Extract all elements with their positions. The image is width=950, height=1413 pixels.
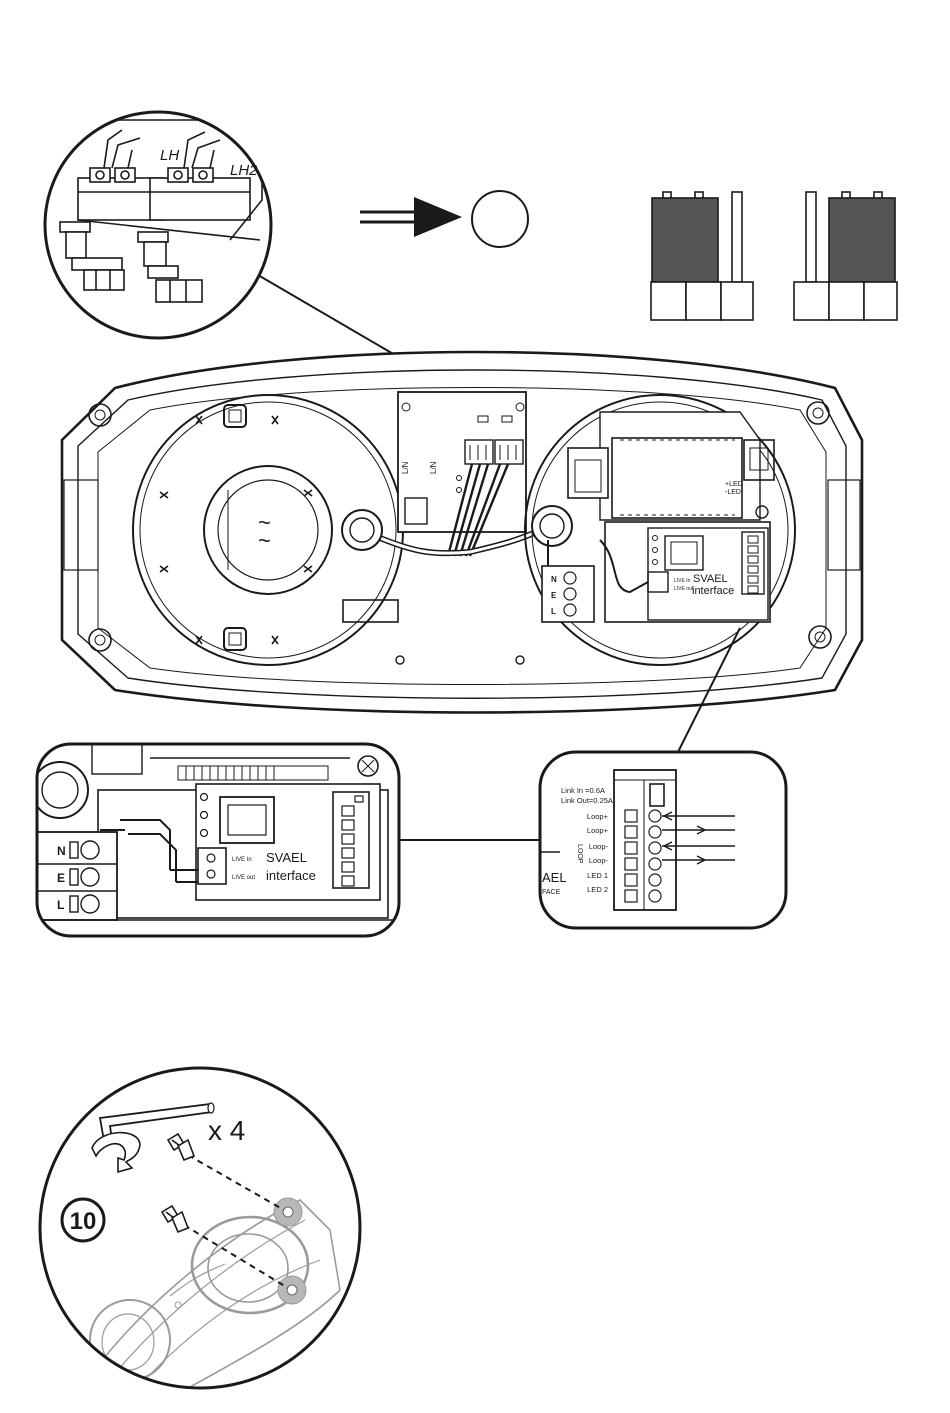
link-in-rating: Link In =0.6A bbox=[561, 786, 605, 795]
terminal-label-l: L bbox=[57, 898, 64, 912]
screw-icon bbox=[162, 1206, 188, 1232]
pin-label-3: Loop- bbox=[589, 842, 609, 851]
pin-label-6: LED 2 bbox=[587, 885, 608, 894]
terminal-label-n: N bbox=[57, 844, 66, 858]
live-in-left: LIVE In bbox=[232, 857, 252, 863]
partial-name: FACE bbox=[542, 889, 561, 896]
screw-icon bbox=[168, 1134, 194, 1160]
pin-label-5: LED 1 bbox=[587, 871, 608, 880]
svg-text:interface: interface bbox=[692, 585, 734, 597]
partial-brand: AEL bbox=[542, 870, 567, 885]
svg-text:LIVE In: LIVE In bbox=[674, 578, 691, 584]
top-left-detail: LH LH2 bbox=[45, 112, 271, 338]
loop-group-label: LOOP bbox=[576, 844, 583, 864]
jumper-position-a bbox=[651, 192, 753, 320]
empty-circle-icon bbox=[472, 191, 528, 247]
svg-text:SVAEL: SVAEL bbox=[693, 573, 728, 585]
live-out-left: LIVE out bbox=[232, 875, 255, 881]
terminal-label-lh2: LH2 bbox=[230, 162, 258, 179]
terminal-label-lh: LH bbox=[160, 147, 179, 164]
step-number: 10 bbox=[70, 1208, 97, 1235]
jumper-position-b bbox=[794, 192, 897, 320]
terminal-label-e: E bbox=[57, 871, 65, 885]
rotate-arrow-icon bbox=[92, 1133, 140, 1172]
svg-text:L/N: L/N bbox=[429, 461, 438, 474]
pin-label-2: Loop+ bbox=[587, 826, 609, 835]
svg-text:E: E bbox=[551, 591, 557, 600]
detail-left: SVAEL interface LIVE In LIVE out N E L bbox=[32, 744, 399, 936]
step-10-detail: x 4 10 bbox=[40, 1068, 360, 1413]
svg-text:L/N: L/N bbox=[401, 461, 410, 474]
pin-label-4: Loop- bbox=[589, 856, 609, 865]
interface-name-left: interface bbox=[266, 868, 316, 883]
svg-text:L: L bbox=[551, 607, 556, 616]
svg-text:~: ~ bbox=[258, 528, 271, 553]
svg-text:LIVE out: LIVE out bbox=[674, 586, 694, 592]
arrow-right-icon bbox=[360, 197, 462, 237]
link-out-rating: Link Out=0.25A bbox=[561, 796, 613, 805]
interface-brand-left: SVAEL bbox=[266, 850, 307, 865]
quantity-label: x 4 bbox=[208, 1115, 245, 1146]
main-unit: ~ ~ bbox=[62, 352, 862, 713]
svg-text:-LED: -LED bbox=[725, 489, 741, 496]
svg-text:+LED: +LED bbox=[725, 481, 743, 488]
detail-right: Link In =0.6A Link Out=0.25A Loop+ Loop+… bbox=[540, 752, 786, 928]
svg-text:N: N bbox=[551, 575, 557, 584]
pin-label-1: Loop+ bbox=[587, 812, 609, 821]
